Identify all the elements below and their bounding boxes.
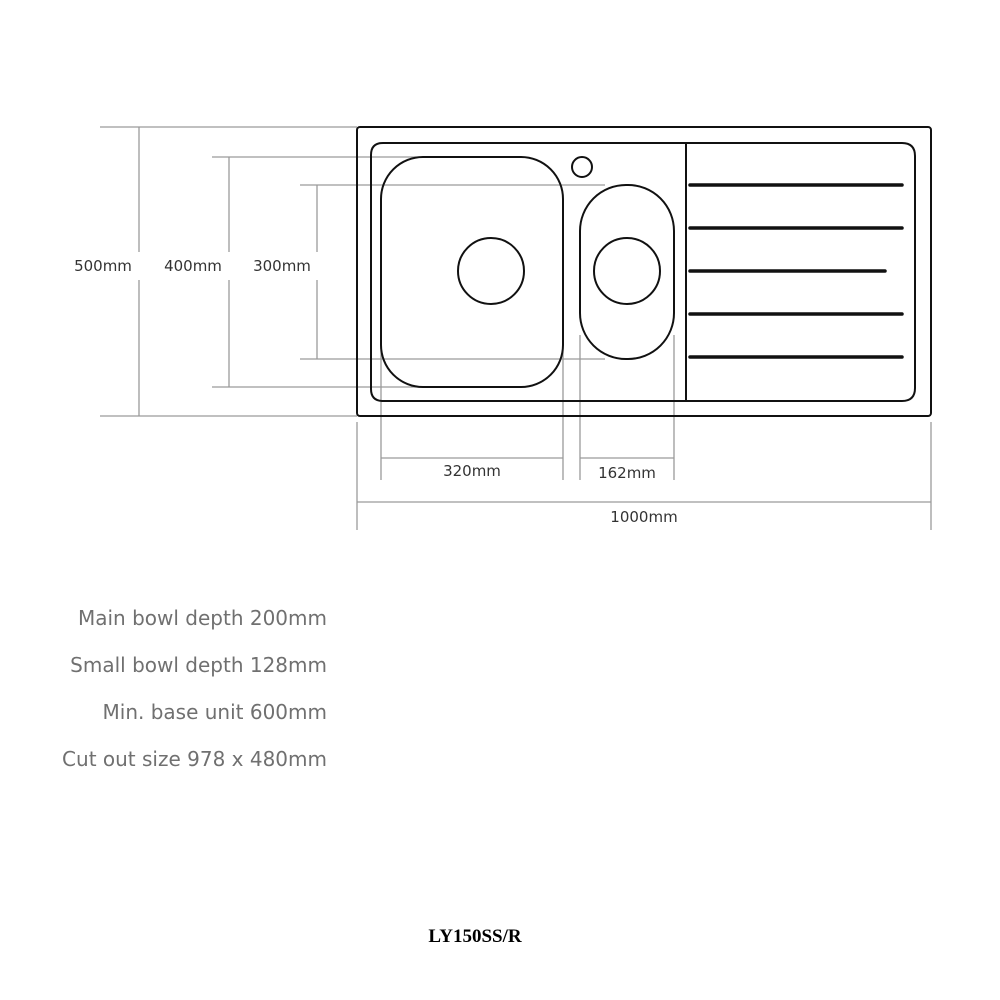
dim-overall-width: 1000mm [610, 508, 677, 526]
main-bowl [380, 156, 564, 388]
spec-cut-out-size: Cut out size 978 x 480mm [62, 747, 327, 771]
dim-small-bowl-width: 162mm [598, 464, 656, 482]
dim-main-bowl-width: 320mm [443, 462, 501, 480]
main-waste [457, 237, 525, 305]
tap-hole [571, 156, 593, 178]
spec-main-bowl-depth: Main bowl depth 200mm [77, 606, 327, 630]
model-number: LY150SS/R [428, 926, 522, 947]
dim-inner-depth: 400mm [164, 257, 222, 275]
sink-outline [356, 126, 932, 417]
dim-small-bowl-length: 300mm [253, 257, 311, 275]
spec-min-base-unit: Min. base unit 600mm [102, 700, 327, 724]
dim-overall-depth: 500mm [74, 257, 132, 275]
drainer-grooves [688, 183, 904, 359]
dimension-lines [100, 126, 932, 530]
spec-small-bowl-depth: Small bowl depth 128mm [70, 653, 327, 677]
small-bowl [579, 184, 675, 360]
small-waste [593, 237, 661, 305]
